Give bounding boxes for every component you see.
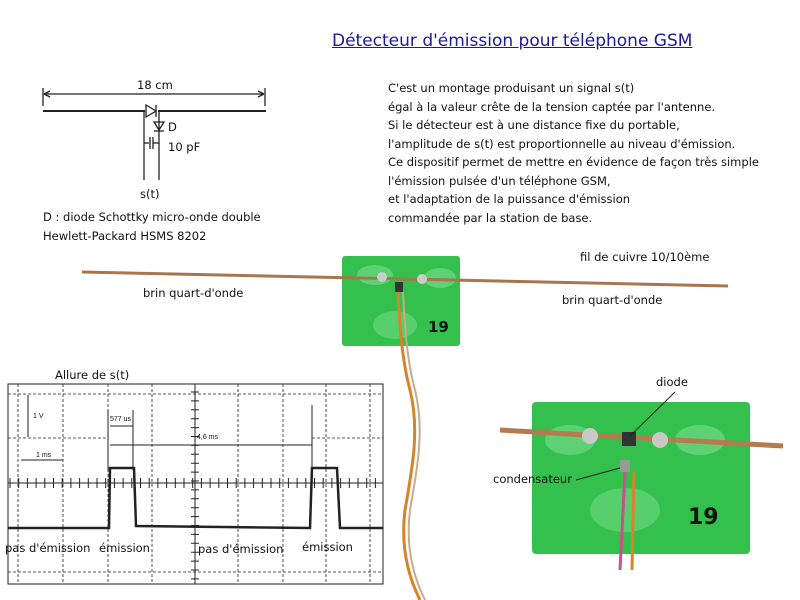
- circuit-diode-label: D: [168, 120, 177, 134]
- scope-label-no-emission: pas d'émission: [198, 542, 284, 556]
- volt-div-label: 1 V: [33, 413, 44, 420]
- board-number-closeup: 19: [688, 505, 719, 530]
- description-line: égal à la valeur crête de la tension cap…: [388, 99, 716, 114]
- circuit-output-label: s(t): [140, 187, 160, 201]
- scope-title: Allure de s(t): [55, 368, 130, 382]
- diode-label: diode: [656, 375, 688, 389]
- photo-antenna-board: [81, 256, 729, 600]
- time-div-label: 1 ms: [36, 452, 52, 459]
- oscilloscope-trace: [7, 383, 384, 585]
- description-line: C'est un montage produisant un signal s(…: [388, 81, 635, 95]
- right-quarter-wave-label: brin quart-d'onde: [562, 293, 663, 307]
- circuit-length-label: 18 cm: [137, 78, 173, 92]
- description-line: l'émission pulsée d'un téléphone GSM,: [388, 173, 611, 188]
- description-line: commandée par la station de base.: [388, 210, 593, 225]
- wire-label: fil de cuivre 10/10ème: [580, 250, 710, 264]
- left-quarter-wave-label: brin quart-d'onde: [143, 286, 244, 300]
- description-line: l'amplitude de s(t) est proportionnelle …: [388, 136, 736, 151]
- circuit-capacitor-label: 10 pF: [168, 140, 201, 154]
- photo-board-closeup: [499, 391, 784, 571]
- board-number: 19: [428, 318, 449, 336]
- circuit-diagram: [42, 88, 266, 180]
- scope-label-emission: émission: [99, 541, 150, 555]
- description-line: Ce dispositif permet de mettre en éviden…: [388, 155, 759, 169]
- capacitor-label: condensateur: [493, 472, 572, 486]
- caption-line: Hewlett-Packard HSMS 8202: [43, 228, 207, 243]
- caption-line: D : diode Schottky micro-onde double: [43, 210, 261, 224]
- scope-label-no-emission: pas d'émission: [5, 541, 91, 555]
- description-line: Si le détecteur est à une distance fixe …: [388, 118, 680, 132]
- description-paragraph: C'est un montage produisant un signal s(…: [388, 79, 759, 227]
- diode-caption: D : diode Schottky micro-onde double Hew…: [43, 208, 261, 245]
- pulse-width-label: 577 us: [110, 416, 132, 423]
- description-line: et l'adaptation de la puissance d'émissi…: [388, 192, 631, 206]
- scope-label-emission: émission: [302, 540, 353, 554]
- page-title: Détecteur d'émission pour téléphone GSM: [332, 31, 693, 51]
- period-label: 4,6 ms: [197, 434, 219, 441]
